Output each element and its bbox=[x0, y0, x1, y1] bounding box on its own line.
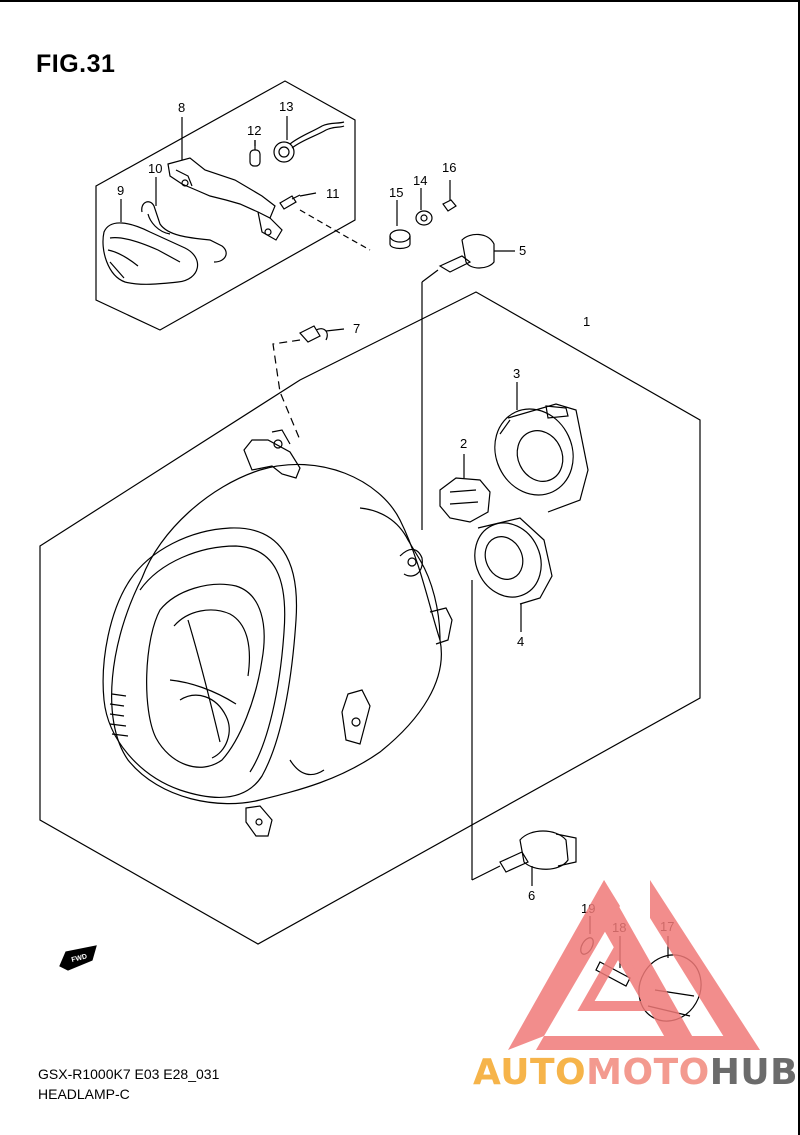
callout-2: 2 bbox=[460, 436, 467, 451]
group-outline-8 bbox=[95, 80, 356, 331]
callout-11: 11 bbox=[326, 186, 340, 201]
part-14-washer bbox=[415, 210, 433, 226]
part-4-ring bbox=[474, 517, 553, 632]
page-border-top bbox=[0, 0, 800, 2]
callout-14: 14 bbox=[413, 173, 427, 188]
callout-8: 8 bbox=[178, 100, 185, 115]
callout-13: 13 bbox=[279, 99, 293, 114]
part-2-socket bbox=[439, 454, 491, 523]
part-6-bulb bbox=[499, 830, 577, 886]
model-code: GSX-R1000K7 E03 E28_031 bbox=[38, 1066, 220, 1082]
part-3-ring bbox=[494, 382, 589, 513]
brand-wordmark: AUTOMOTOHUB bbox=[473, 1052, 798, 1093]
brand-part-1: AUTO bbox=[473, 1052, 587, 1093]
brand-part-3: HUB bbox=[709, 1052, 799, 1093]
section-name: HEADLAMP-C bbox=[38, 1086, 130, 1102]
callout-5: 5 bbox=[519, 243, 526, 258]
part-7-screw bbox=[299, 325, 345, 343]
callout-4: 4 bbox=[517, 634, 524, 649]
part-16-screw bbox=[442, 180, 457, 212]
part-8-bracket bbox=[167, 157, 283, 241]
callout-1: 1 bbox=[583, 314, 590, 329]
callout-15: 15 bbox=[389, 185, 403, 200]
part-10-clip bbox=[141, 201, 227, 263]
group-outline-1 bbox=[39, 291, 701, 945]
callout-labels: 1 2 3 4 5 6 7 8 9 10 11 12 13 14 15 16 1… bbox=[117, 99, 674, 935]
callout-10: 10 bbox=[148, 161, 162, 176]
part-15-grommet bbox=[389, 229, 411, 250]
page-border-right bbox=[798, 0, 800, 1135]
callout-7: 7 bbox=[353, 321, 360, 336]
brand-logo bbox=[508, 880, 760, 1050]
callout-6: 6 bbox=[528, 888, 535, 903]
figure-title: FIG.31 bbox=[36, 50, 116, 78]
part-5-bulb bbox=[438, 233, 515, 273]
brand-part-2: MOTO bbox=[586, 1052, 710, 1093]
callout-16: 16 bbox=[442, 160, 456, 175]
fwd-label: FWD bbox=[71, 953, 88, 964]
callout-12: 12 bbox=[247, 123, 261, 138]
part-13-socket bbox=[273, 116, 345, 163]
part-9-cover bbox=[102, 222, 199, 285]
part-1-headlamp bbox=[102, 429, 453, 837]
callout-3: 3 bbox=[513, 366, 520, 381]
callout-9: 9 bbox=[117, 183, 124, 198]
part-11-screw bbox=[279, 192, 317, 210]
fwd-arrow-icon bbox=[59, 945, 97, 971]
